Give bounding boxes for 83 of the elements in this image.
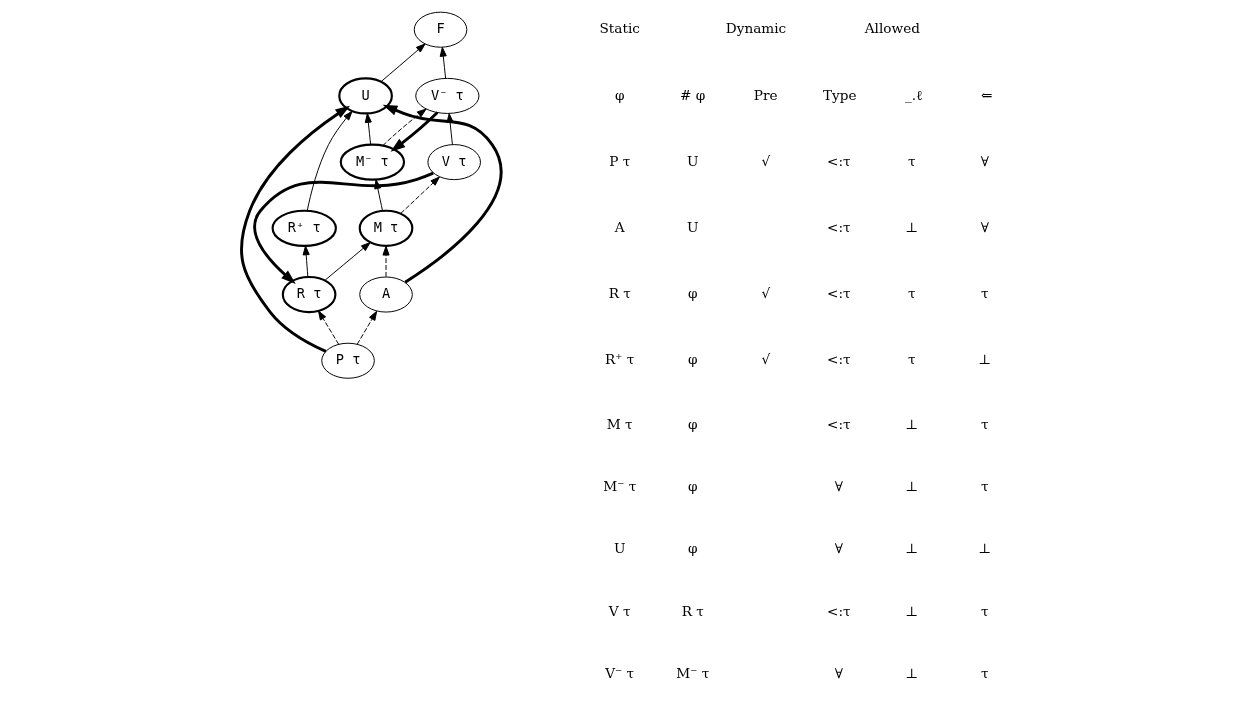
label: ⊥ xyxy=(905,602,919,619)
label: ∀ xyxy=(834,664,843,681)
label: ⊥ xyxy=(978,540,992,557)
label: U xyxy=(613,540,626,557)
label: <:τ xyxy=(827,415,851,432)
arrow xyxy=(302,245,310,278)
node-ellipse: R τ xyxy=(281,275,337,314)
label: τ xyxy=(908,351,916,368)
label: φ xyxy=(687,351,698,368)
label: ∀ xyxy=(834,540,843,557)
label: φ xyxy=(687,415,698,432)
label: V⁻ τ xyxy=(605,664,635,681)
label: Pre xyxy=(753,86,778,103)
arrow xyxy=(306,110,353,212)
label: U xyxy=(686,152,699,169)
node-ellipse: M⁻ τ xyxy=(339,143,406,181)
label: τ xyxy=(981,415,989,432)
arrow xyxy=(390,111,439,152)
label: ∀ xyxy=(980,152,989,169)
label: _.ℓ xyxy=(904,86,923,103)
label: ⊥ xyxy=(905,415,919,432)
label: φ xyxy=(687,285,698,302)
label: <:τ xyxy=(827,218,851,235)
label: φ xyxy=(614,86,625,103)
label: ∀ xyxy=(980,218,989,235)
label: <:τ xyxy=(827,602,851,619)
label: A xyxy=(614,218,625,235)
label: R τ xyxy=(681,602,704,619)
label: τ xyxy=(981,602,989,619)
label: ∀ xyxy=(834,477,843,494)
label: <:τ xyxy=(827,285,851,302)
label: M τ xyxy=(606,415,633,432)
label: √ xyxy=(761,152,771,169)
label: φ xyxy=(687,477,698,494)
label: ⊥ xyxy=(905,664,919,681)
label: ⇐ xyxy=(981,86,993,103)
label: Dynamic xyxy=(725,20,787,37)
label: Static xyxy=(599,20,640,37)
node-ellipse: V τ xyxy=(427,144,481,181)
label: U xyxy=(686,218,699,235)
label: R τ xyxy=(608,285,631,302)
label: τ xyxy=(981,664,989,681)
node-ellipse: M τ xyxy=(358,209,414,247)
label: R⁺ τ xyxy=(605,351,635,368)
label: √ xyxy=(761,285,771,302)
label: Type xyxy=(822,86,857,103)
label: τ xyxy=(981,285,989,302)
label: <:τ xyxy=(827,351,851,368)
node-ellipse: U xyxy=(338,77,393,115)
label: τ xyxy=(908,285,916,302)
label: ⊥ xyxy=(905,218,919,235)
arrow xyxy=(374,179,383,212)
label: ⊥ xyxy=(905,477,919,494)
arrow xyxy=(380,43,426,83)
arrow xyxy=(253,171,434,284)
label: ⊥ xyxy=(905,540,919,557)
label: √ xyxy=(761,351,771,368)
label: <:τ xyxy=(827,152,851,169)
node-ellipse: P τ xyxy=(321,342,375,379)
label: P τ xyxy=(609,152,631,169)
arrow xyxy=(324,242,371,281)
label: ⊥ xyxy=(978,351,992,368)
arrow xyxy=(382,104,503,284)
arrow xyxy=(317,310,340,345)
arrow xyxy=(356,310,378,345)
arrow xyxy=(400,176,440,214)
arrow xyxy=(364,113,372,146)
node-ellipse: R⁺ τ xyxy=(271,209,337,247)
label: φ xyxy=(687,540,698,557)
node-ellipse: V⁻ τ xyxy=(415,77,480,114)
arrow xyxy=(382,245,390,278)
label: # φ xyxy=(680,86,706,103)
node-ellipse: A xyxy=(359,276,413,313)
label: τ xyxy=(908,152,916,169)
label: M⁻ τ xyxy=(603,477,637,494)
label: V τ xyxy=(608,602,631,619)
label: M⁻ τ xyxy=(676,664,710,681)
arrow xyxy=(439,46,447,79)
arrow xyxy=(382,108,427,147)
node-ellipse: F xyxy=(413,11,468,48)
label: τ xyxy=(981,477,989,494)
arrow xyxy=(240,105,351,353)
label: Allowed xyxy=(864,20,920,37)
